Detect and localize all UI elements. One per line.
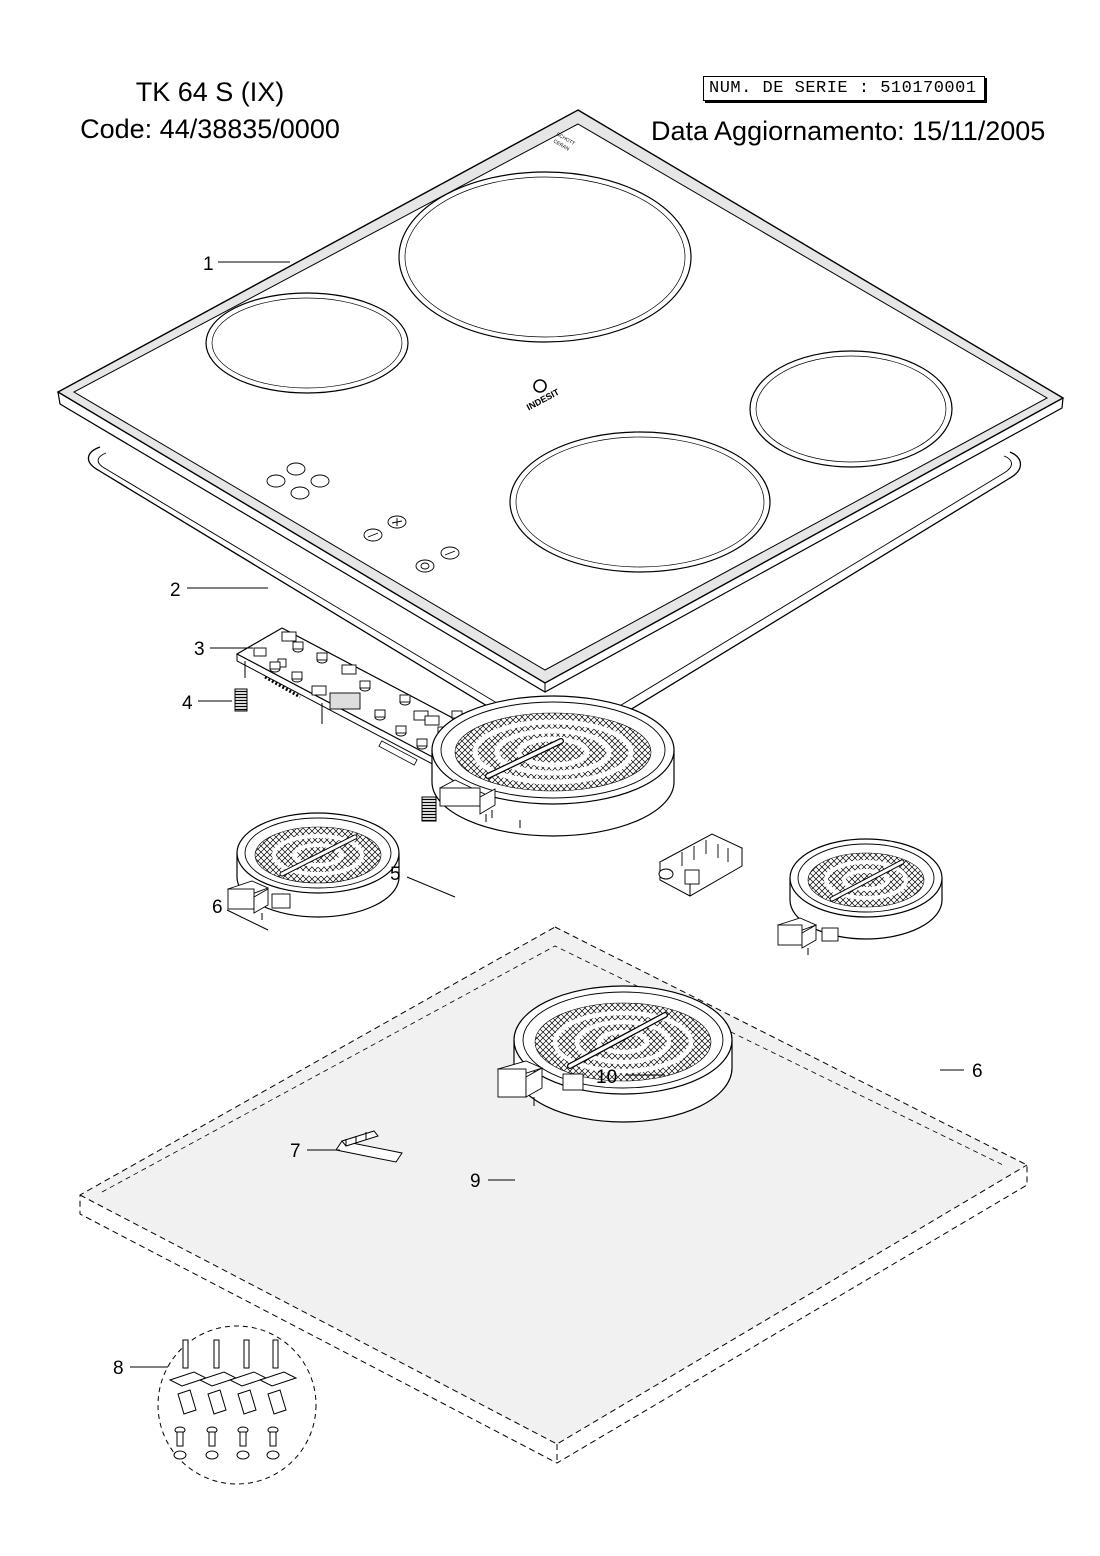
callout-labels: 1 2 3 4 5 6 6 7 8 9 10 [113, 254, 983, 1379]
heating-element-medium [496, 985, 733, 1123]
callout-1: 1 [203, 254, 214, 275]
callout-6-left: 6 [212, 897, 223, 918]
callout-4: 4 [182, 693, 193, 714]
base-tray [79, 926, 1028, 1464]
bracket [335, 1130, 403, 1163]
callout-6-right: 6 [972, 1061, 983, 1082]
touch-controls [266, 462, 460, 573]
callout-3: 3 [194, 639, 205, 660]
model-code: Code: 44/38835/0000 [80, 114, 340, 144]
model-name: TK 64 S (IX) [135, 77, 285, 107]
heating-element-small-right [776, 838, 943, 955]
callout-10: 10 [596, 1067, 617, 1088]
fixing-kit [157, 1325, 317, 1485]
terminal-block [658, 833, 744, 897]
update-date: Data Aggiornamento: 15/11/2005 [651, 116, 1046, 146]
heating-element-large [431, 695, 675, 837]
callout-9: 9 [470, 1171, 481, 1192]
page-header: TK 64 S (IX) Code: 44/38835/0000 NUM. DE… [0, 0, 1100, 160]
heating-element-small-left [226, 812, 400, 920]
serial-number-box: NUM. DE SERIE : 510170001 [703, 76, 985, 101]
callout-2: 2 [170, 580, 181, 601]
glass-top: INDESIT SCHOTT CERAN [56, 109, 1065, 693]
callout-5: 5 [390, 864, 401, 885]
callout-8: 8 [113, 1358, 124, 1379]
model-block: TK 64 S (IX) Code: 44/38835/0000 [80, 74, 340, 148]
callout-leaders [130, 261, 964, 1368]
callout-7: 7 [290, 1141, 301, 1162]
